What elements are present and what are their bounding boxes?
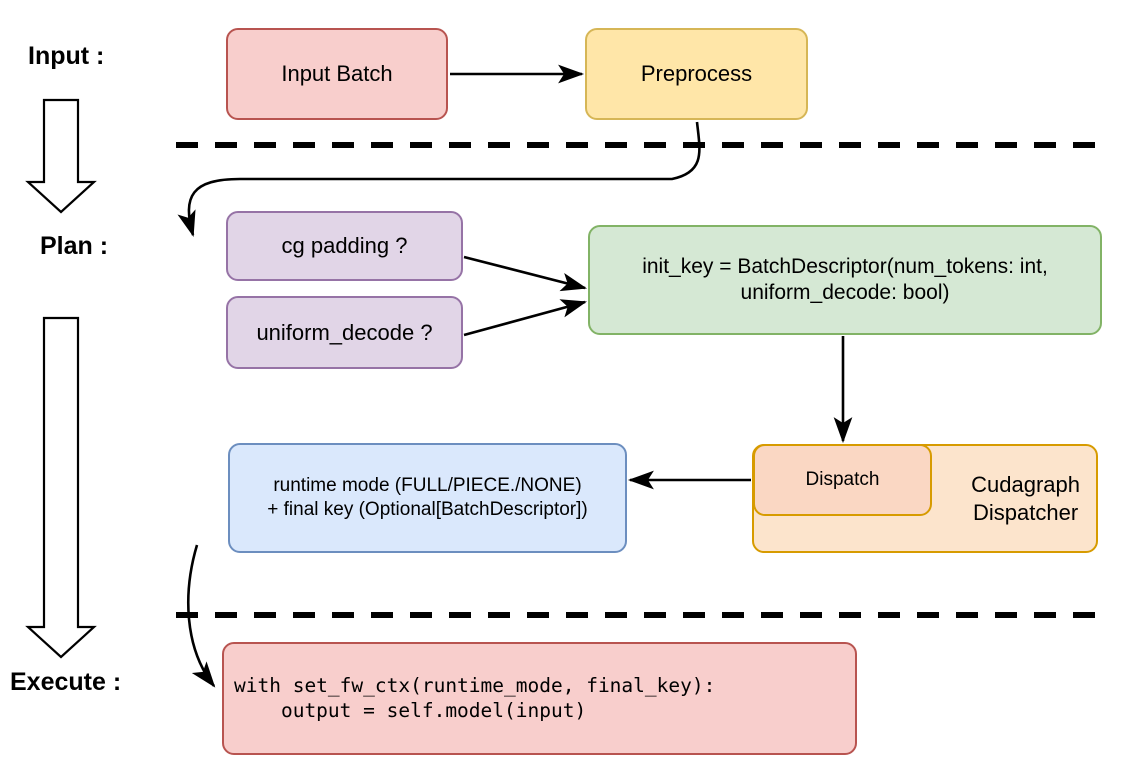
cg-padding-to-init-key-connector [463, 255, 588, 292]
node-input-batch-label: Input Batch [281, 61, 393, 87]
node-runtime-mode-label: runtime mode (FULL/PIECE./NONE) + final … [267, 475, 588, 520]
stage-label-execute: Execute : [10, 668, 122, 696]
stage-label-plan: Plan : [40, 232, 109, 260]
node-dispatch-label: Dispatch [805, 469, 880, 491]
node-input-batch[interactable]: Input Batch [226, 28, 448, 120]
node-runtime-mode[interactable]: runtime mode (FULL/PIECE./NONE) + final … [228, 443, 627, 553]
node-init-key-label: init_key = BatchDescriptor(num_tokens: i… [642, 254, 1048, 304]
node-dispatch[interactable]: Dispatch [753, 444, 932, 516]
node-cg-padding-label: cg padding ? [281, 233, 408, 259]
uniform-decode-to-init-key-connector [463, 299, 588, 337]
node-cg-padding[interactable]: cg padding ? [226, 211, 463, 281]
node-preprocess[interactable]: Preprocess [585, 28, 808, 120]
plan-to-execute-arrow [25, 316, 97, 659]
node-execute-code-label: with set_fw_ctx(runtime_mode, final_key)… [234, 674, 716, 722]
stage-label-input: Input : [28, 42, 105, 70]
node-preprocess-label: Preprocess [640, 61, 753, 87]
node-cudagraph-dispatcher-label: Cudagraph Dispatcher [971, 472, 1080, 525]
node-uniform-decode[interactable]: uniform_decode ? [226, 296, 463, 369]
runtime-mode-to-execute-code-connector [186, 544, 216, 688]
node-execute-code[interactable]: with set_fw_ctx(runtime_mode, final_key)… [222, 642, 857, 755]
node-init-key[interactable]: init_key = BatchDescriptor(num_tokens: i… [588, 225, 1102, 335]
input-to-plan-arrow [25, 98, 97, 214]
node-uniform-decode-label: uniform_decode ? [256, 319, 433, 345]
